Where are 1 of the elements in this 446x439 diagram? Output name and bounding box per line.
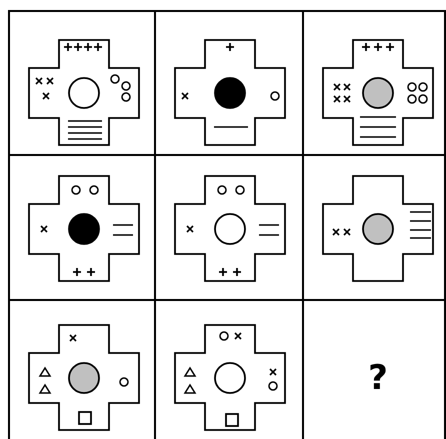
question-mark: ?	[368, 361, 388, 395]
